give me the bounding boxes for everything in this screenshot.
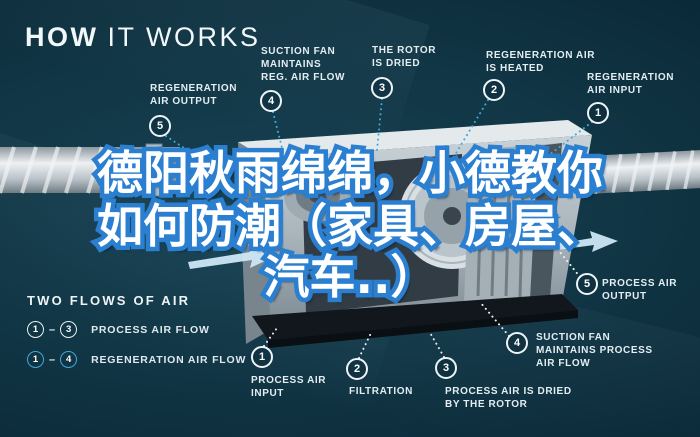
leader-line-proc-3 xyxy=(428,330,445,358)
overlay-text-line1-outline: 德阳秋雨绵绵，小德教你 xyxy=(93,146,608,201)
legend-two-flows: TWO FLOWS OF AIR 1 – 3 PROCESS AIR FLOW … xyxy=(27,293,246,368)
overlay-text-line3: 汽车..） xyxy=(263,250,437,304)
overlay-text-line2-outline: 如何防潮（家具、房屋、 xyxy=(93,199,608,254)
label-process-air-dried: PROCESS AIR IS DRIED BY THE ROTOR xyxy=(445,386,572,411)
legend-label-process-air-flow: PROCESS AIR FLOW xyxy=(91,323,210,336)
label-regeneration-air-input: REGENERATION AIR INPUT xyxy=(587,72,675,97)
label-filtration: FILTRATION xyxy=(349,386,413,397)
step-badge-proc-2: 2 xyxy=(346,358,368,380)
step-badge-reg-2: 2 xyxy=(483,79,505,101)
label-regeneration-air-output: REGENERATION AIR OUTPUT xyxy=(150,83,238,108)
title-light: IT WORKS xyxy=(107,22,261,52)
legend-circle-number: 1 xyxy=(32,324,39,335)
step-badge-reg-1: 1 xyxy=(587,102,609,124)
badge-number: 5 xyxy=(583,278,591,290)
legend-circle-number: 4 xyxy=(65,354,72,365)
legend-label-regeneration-air-flow: REGENERATION AIR FLOW xyxy=(91,353,247,366)
step-badge-reg-3: 3 xyxy=(371,77,393,99)
page-title: HOW IT WORKS xyxy=(25,22,261,53)
badge-number: 3 xyxy=(442,362,450,374)
leader-line-proc-1 xyxy=(263,327,278,347)
legend-circle-from: 1 xyxy=(27,351,44,368)
badge-number: 3 xyxy=(378,82,386,94)
badge-number: 2 xyxy=(490,84,498,96)
step-badge-reg-4: 4 xyxy=(260,90,282,112)
step-badge-reg-5: 5 xyxy=(149,115,171,137)
label-suction-fan-process: SUCTION FAN MAINTAINS PROCESS AIR FLOW xyxy=(536,332,653,370)
overlay-text-line1: 德阳秋雨绵绵，小德教你 xyxy=(97,146,603,200)
step-badge-proc-5: 5 xyxy=(576,273,598,295)
overlay-text-line3-outline: 汽车..） xyxy=(259,250,441,305)
legend-row-process: 1 – 3 PROCESS AIR FLOW xyxy=(27,321,246,338)
legend-dash: – xyxy=(49,353,56,366)
step-badge-proc-1: 1 xyxy=(251,346,273,368)
step-badge-proc-3: 3 xyxy=(435,357,457,379)
legend-circle-to: 4 xyxy=(60,351,78,368)
label-process-air-output: PROCESS AIR OUTPUT xyxy=(602,278,678,303)
label-suction-fan-reg: SUCTION FAN MAINTAINS REG. AIR FLOW xyxy=(261,46,346,84)
leader-line-reg-3 xyxy=(376,98,383,151)
legend-row-regeneration: 1 – 4 REGENERATION AIR FLOW xyxy=(27,351,246,368)
badge-number: 1 xyxy=(594,107,602,119)
label-regeneration-air-heated: REGENERATION AIR IS HEATED xyxy=(486,50,596,75)
badge-number: 1 xyxy=(258,351,266,363)
legend-circle-from: 1 xyxy=(27,321,44,338)
legend-circle-to: 3 xyxy=(60,321,78,338)
legend-heading: TWO FLOWS OF AIR xyxy=(27,293,191,308)
badge-number: 5 xyxy=(156,120,164,132)
badge-number: 4 xyxy=(513,337,521,349)
leader-line-proc-2 xyxy=(358,332,372,359)
leader-line-proc-4 xyxy=(479,301,510,337)
badge-number: 4 xyxy=(267,95,275,107)
step-badge-proc-4: 4 xyxy=(506,332,528,354)
label-rotor-is-dried: THE ROTOR IS DRIED xyxy=(372,45,437,70)
legend-circle-number: 1 xyxy=(32,354,39,365)
badge-number: 2 xyxy=(353,363,361,375)
label-process-air-input: PROCESS AIR INPUT xyxy=(251,375,327,400)
machine-base-edge xyxy=(268,310,578,348)
overlay-text-line2: 如何防潮（家具、房屋、 xyxy=(97,199,603,253)
title-bold: HOW xyxy=(25,22,99,52)
legend-circle-number: 3 xyxy=(65,324,72,335)
legend-dash: – xyxy=(49,323,56,336)
